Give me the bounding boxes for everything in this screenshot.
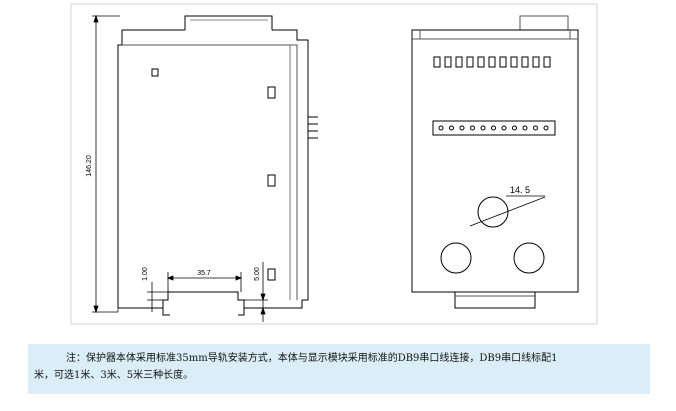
- side-view: [117, 15, 318, 316]
- port-diameter-dimension: [469, 195, 546, 227]
- terminal-pin: [501, 125, 507, 131]
- terminal-strip: [432, 120, 556, 136]
- side-clip-square: [151, 68, 159, 77]
- left-offset-dimension: [147, 282, 168, 312]
- rail-width-dimension: [166, 272, 243, 292]
- installation-note: 注：保护器本体采用标准35mm导轨安装方式，本体与显示模块采用标准的DB9串口线…: [28, 344, 650, 394]
- led-indicator: [510, 56, 518, 68]
- side-body-outline: [117, 29, 309, 309]
- note-line-1: 注：保护器本体采用标准35mm导轨安装方式，本体与显示模块采用标准的DB9串口线…: [66, 353, 558, 364]
- terminal-pin: [491, 125, 496, 131]
- led-row: [433, 56, 551, 68]
- front-view: [411, 15, 579, 309]
- led-indicator: [466, 56, 474, 68]
- led-indicator: [455, 56, 463, 68]
- terminal-pin: [543, 125, 549, 131]
- height-dimension-label: 146.20: [86, 155, 93, 177]
- right-offset-dimension: [244, 262, 268, 322]
- note-line-2: 米，可选1米、3米、5米三种长度。: [34, 370, 194, 381]
- front-top-connector: [519, 15, 569, 30]
- port-diameter-label: 14. 5: [510, 185, 530, 195]
- led-indicator: [488, 56, 496, 68]
- terminal-pin: [480, 125, 486, 131]
- technical-drawing: 146.20 35.7 1.00 5.00: [70, 3, 598, 325]
- led-indicator: [444, 56, 452, 68]
- side-slot-1: [267, 86, 276, 99]
- led-indicator: [532, 56, 540, 68]
- terminal-pin: [449, 125, 454, 131]
- side-slot-3: [267, 268, 276, 281]
- led-indicator: [499, 56, 507, 68]
- terminal-pin: [522, 125, 528, 131]
- bottom-port-left: [440, 242, 472, 274]
- terminal-pin: [512, 125, 517, 131]
- db9-port: [477, 196, 509, 228]
- led-indicator: [543, 56, 551, 68]
- led-indicator: [433, 56, 441, 68]
- right-offset-label: 5.00: [254, 267, 261, 281]
- led-indicator: [477, 56, 485, 68]
- side-slot-2: [267, 174, 276, 187]
- terminal-pin: [459, 125, 465, 131]
- bottom-port-right: [513, 242, 545, 274]
- front-body-outline: [411, 29, 579, 293]
- led-indicator: [521, 56, 529, 68]
- left-offset-label: 1.00: [142, 267, 149, 281]
- terminal-pin: [470, 125, 475, 131]
- rail-width-label: 35.7: [197, 270, 211, 277]
- terminal-pin: [533, 125, 538, 131]
- height-dimension: [92, 14, 120, 314]
- front-rail-foot: [454, 291, 536, 309]
- drawing-frame: [70, 3, 598, 325]
- terminal-pin: [438, 125, 444, 131]
- side-top-connector: [184, 15, 273, 30]
